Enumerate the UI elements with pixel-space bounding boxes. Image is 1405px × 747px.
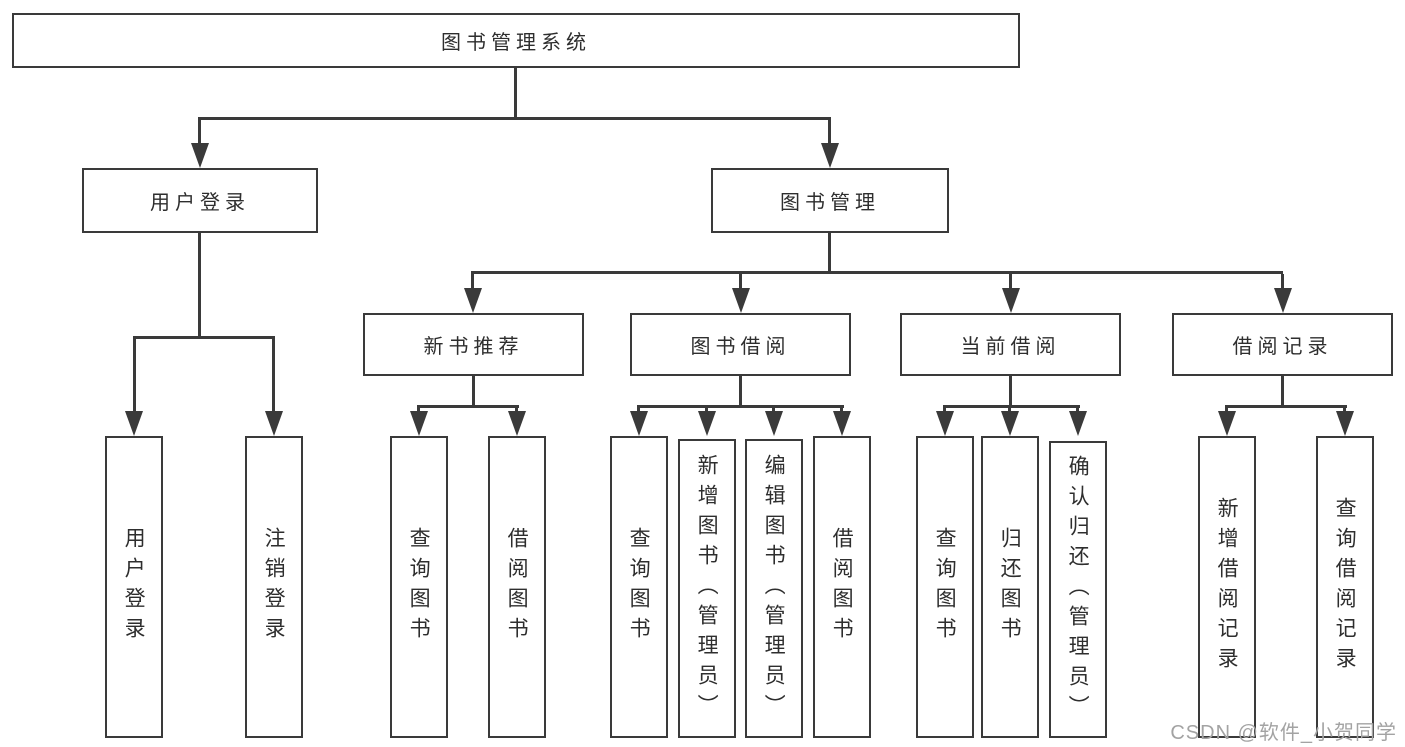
node-user-login: 用户登录 [82,168,318,233]
arrowhead-g2-borrow [508,411,526,436]
leaf-current-query-books: 查询图书 [916,436,974,738]
leaf-records-query-record: 查询借阅记录 [1316,436,1374,738]
connector-drop-g2-borrow [515,408,518,412]
connector-drop-g5-query [1343,408,1346,412]
arrowhead-current-borrow [1002,288,1020,313]
connector-drop-g4-return [1008,408,1011,412]
connector-drop-g3-query [637,408,640,412]
leaf-recommend-borrow-books: 借阅图书 [488,436,546,738]
connector-drop-g4-confirm [1076,408,1079,412]
leaf-current-query-books-label: 查询图书 [933,527,958,647]
arrowhead-leaf-user-login [125,411,143,436]
connector-drop-g3-borrow [840,408,843,412]
connector-current-borrow-stem [1009,376,1012,408]
leaf-logout: 注销登录 [245,436,303,738]
connector-user-login-stem [198,233,201,339]
arrowhead-user-login [191,143,209,168]
connector-drop-user-login [198,120,201,144]
leaf-recommend-query-books-label: 查询图书 [407,527,432,647]
arrowhead-g5-add [1218,411,1236,436]
leaf-borrowing-add-books-admin-label: 新增图书（管理员） [695,453,720,724]
connector-book-borrow-stem [739,376,742,408]
connector-drop-new-book [471,274,474,289]
connector-drop-g5-add [1225,408,1228,412]
node-new-book-recommendation: 新书推荐 [363,313,584,376]
node-borrowing-records-label: 借阅记录 [1232,336,1333,358]
arrowhead-g3-borrow [833,411,851,436]
arrowhead-g3-edit [765,411,783,436]
node-root: 图书管理系统 [12,13,1020,68]
connector-drop-g3-edit [772,408,775,412]
leaf-recommend-query-books: 查询图书 [390,436,448,738]
node-new-book-recommendation-label: 新书推荐 [423,336,524,358]
leaf-current-confirm-return-admin: 确认归还（管理员） [1049,441,1107,738]
connector-drop-book-management [828,120,831,144]
connector-drop-g2-query [417,408,420,412]
leaf-user-login: 用户登录 [105,436,163,738]
leaf-borrowing-edit-books-admin: 编辑图书（管理员） [745,439,803,738]
connector-drop-borrow-records [1281,274,1284,289]
connector-drop-book-borrow [739,274,742,289]
node-user-login-label: 用户登录 [150,192,250,214]
connector-drop-g4-query [943,408,946,412]
leaf-current-confirm-return-admin-label: 确认归还（管理员） [1066,454,1091,725]
connector-drop-g3-add [705,408,708,412]
leaf-user-login-label: 用户登录 [122,527,147,647]
leaf-borrowing-edit-books-admin-label: 编辑图书（管理员） [762,453,787,724]
connector-level3-bus [471,271,1283,274]
connector-book-management-stem [828,233,831,274]
connector-root-bus [198,117,831,120]
arrowhead-leaf-logout [265,411,283,436]
leaf-borrowing-query-books-label: 查询图书 [627,527,652,647]
node-book-management-label: 图书管理 [780,192,880,214]
arrowhead-g5-query [1336,411,1354,436]
leaf-borrowing-query-books: 查询图书 [610,436,668,738]
arrowhead-g4-return [1001,411,1019,436]
leaf-records-query-record-label: 查询借阅记录 [1333,497,1358,677]
connector-drop-leaf-user-login [133,339,136,412]
node-borrowing-records: 借阅记录 [1172,313,1393,376]
leaf-logout-label: 注销登录 [262,527,287,647]
node-book-management: 图书管理 [711,168,949,233]
node-root-label: 图书管理系统 [441,32,591,54]
connector-user-login-bus [133,336,275,339]
leaf-borrowing-borrow-books-label: 借阅图书 [830,527,855,647]
arrowhead-g2-query [410,411,428,436]
arrowhead-book-borrow [732,288,750,313]
leaf-borrowing-add-books-admin: 新增图书（管理员） [678,439,736,738]
node-current-borrowing-label: 当前借阅 [960,336,1061,358]
leaf-records-add-record: 新增借阅记录 [1198,436,1256,738]
leaf-records-add-record-label: 新增借阅记录 [1215,497,1240,677]
connector-drop-current-borrow [1009,274,1012,289]
node-current-borrowing: 当前借阅 [900,313,1121,376]
connector-borrow-records-bus [1225,405,1347,408]
leaf-recommend-borrow-books-label: 借阅图书 [505,527,530,647]
arrowhead-g4-query [936,411,954,436]
leaf-current-return-books-label: 归还图书 [998,527,1023,647]
arrowhead-borrow-records [1274,288,1292,313]
leaf-current-return-books: 归还图书 [981,436,1039,738]
connector-new-book-bus [417,405,519,408]
arrowhead-g4-confirm [1069,411,1087,436]
leaf-borrowing-borrow-books: 借阅图书 [813,436,871,738]
arrowhead-new-book [464,288,482,313]
connector-new-book-stem [472,376,475,408]
node-book-borrowing: 图书借阅 [630,313,851,376]
arrowhead-g3-add [698,411,716,436]
csdn-watermark: CSDN @软件_小贺同学 [1170,722,1397,744]
node-book-borrowing-label: 图书借阅 [690,336,791,358]
connector-drop-leaf-logout [272,339,275,412]
connector-root-stem [514,68,517,120]
arrowhead-book-management [821,143,839,168]
connector-book-borrow-bus [637,405,844,408]
connector-borrow-records-stem [1281,376,1284,408]
connector-current-borrow-bus [943,405,1080,408]
arrowhead-g3-query [630,411,648,436]
